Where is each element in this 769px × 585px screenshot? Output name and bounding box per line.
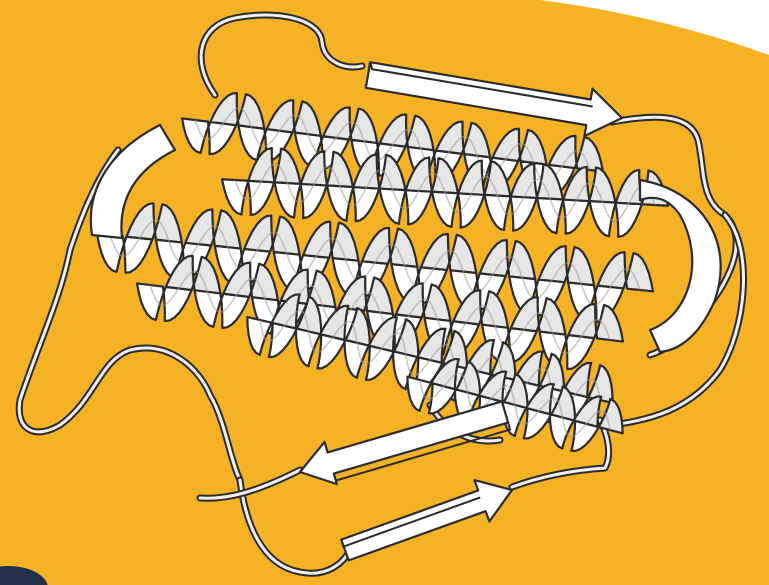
figure-stage bbox=[0, 0, 769, 585]
protein-ribbon-diagram bbox=[0, 0, 769, 585]
